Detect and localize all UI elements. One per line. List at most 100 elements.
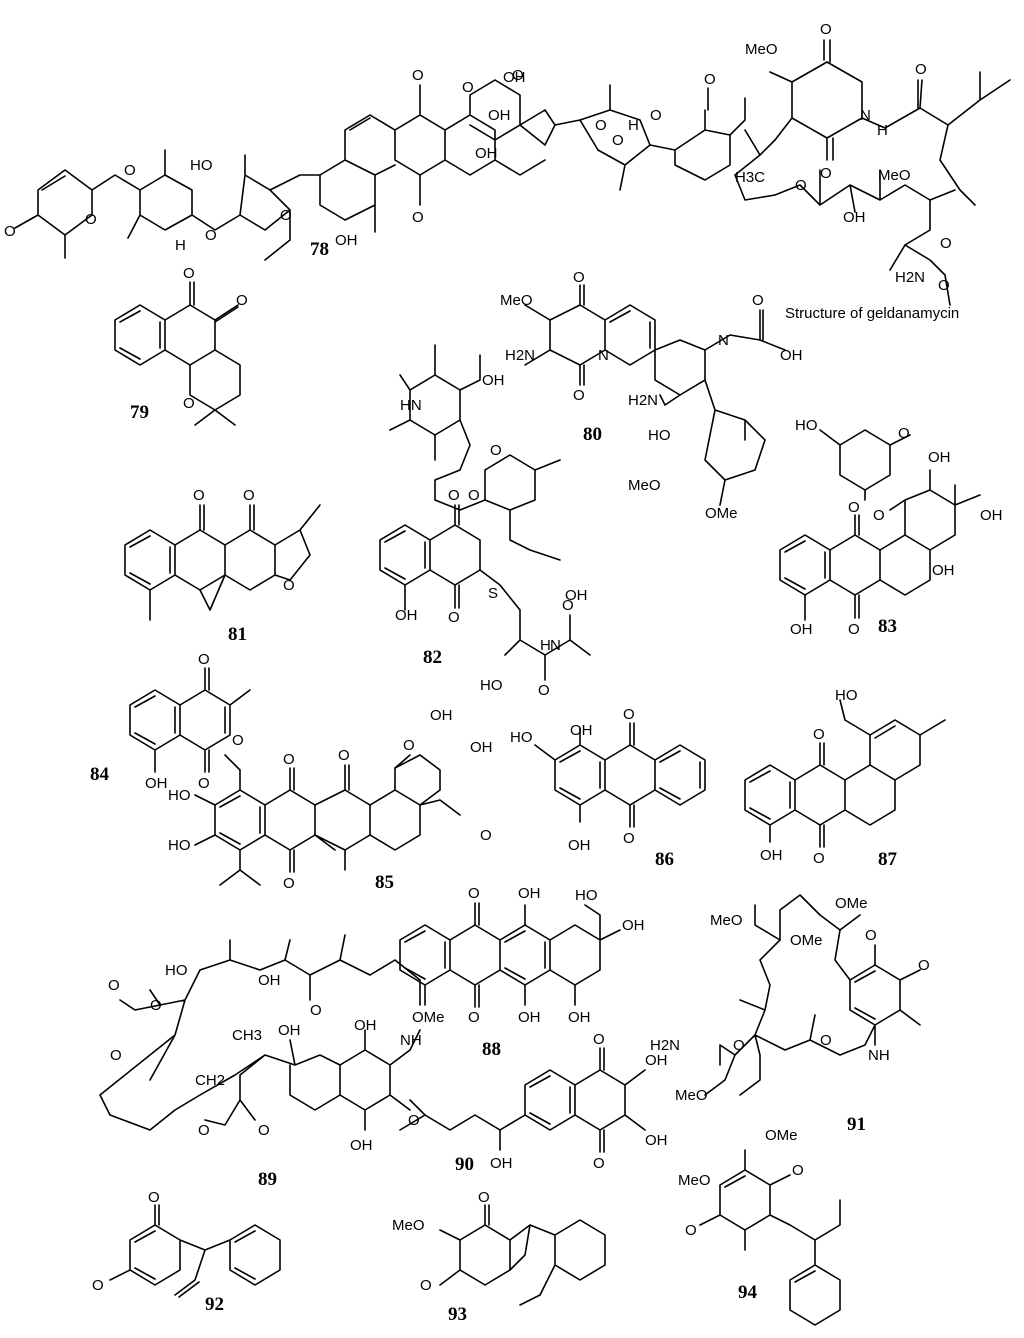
atom-label: OMe [412,1009,445,1026]
compound-78-structure: O O O O H HO O OH O O O OH OH OH O O H O… [4,67,746,261]
atom-label: O [865,927,877,944]
atom-label: O [562,597,574,614]
atom-label: OH [430,707,453,724]
compound-94-structure: OMe MeO O O 94 [678,1127,841,1326]
compound-label-87: 87 [878,849,898,870]
compound-93-structure: O MeO O 93 [392,1189,606,1325]
atom-label: O [124,162,136,179]
compound-label-78: 78 [310,239,329,260]
atom-label: O [280,207,292,224]
atom-label: O [468,885,480,902]
atom-label: OH [980,507,1003,524]
atom-label: HO [510,729,533,746]
compound-80-structure: O MeO H2N O N N O OH H2N HO MeO OMe 80 [500,269,803,522]
atom-label: O [792,1162,804,1179]
atom-label: O [820,165,832,182]
atom-label: OH [350,1137,373,1154]
compound-label-94: 94 [738,1282,758,1303]
atom-label: MeO [678,1172,711,1189]
atom-label: MeO [500,292,533,309]
atom-label: CH2 [195,1072,225,1089]
atom-label: O [183,395,195,412]
atom-label: O [283,751,295,768]
atom-label: OH [470,739,493,756]
atom-label: OH [503,69,526,86]
atom-label: MeO [675,1087,708,1104]
atom-label: NH [868,1047,890,1064]
compound-label-90: 90 [455,1154,474,1175]
atom-label: OH [790,621,813,638]
atom-label: OH [932,562,955,579]
atom-label: OH [278,1022,301,1039]
atom-label: O [310,1002,322,1019]
atom-label: O [148,1189,160,1206]
atom-label: O [848,499,860,516]
compound-label-88: 88 [482,1039,501,1060]
atom-label: O [490,442,502,459]
atom-label: MeO [392,1217,425,1234]
compound-label-93: 93 [448,1304,467,1325]
atom-label: OH [565,587,588,604]
compound-86-structure: OH O HO OH O 86 [510,706,706,870]
compound-label-83: 83 [878,616,897,637]
compound-label-91: 91 [847,1114,866,1135]
atom-label: H [877,122,888,139]
atom-label: O [820,21,832,38]
compound-84-structure: O O OH 84 [90,651,251,792]
compound-79-structure: O O O 79 [114,265,248,426]
atom-label: OH [518,885,541,902]
atom-label: OMe [705,505,738,522]
atom-label: O [258,1122,270,1139]
atom-label: OH [145,775,168,792]
atom-label: OMe [765,1127,798,1144]
atom-label: OH [335,232,358,249]
atom-label: O [623,706,635,723]
atom-label: O [236,292,248,309]
atom-label: O [198,775,210,792]
atom-label: OMe [790,932,823,949]
atom-label: O [873,507,885,524]
atom-label: OH [780,347,803,364]
atom-label: OMe [835,895,868,912]
atom-label: OH [568,1009,591,1026]
atom-label: H2N [505,347,535,364]
atom-label: H [540,637,551,654]
atom-label: O [193,487,205,504]
atom-label: HN [400,397,422,414]
atom-label: O [403,737,415,754]
atom-label: O [232,732,244,749]
atom-label: O [85,211,97,228]
compound-81-structure: O O O 81 [124,487,321,645]
atom-label: O [480,827,492,844]
compound-label-84: 84 [90,764,110,785]
atom-label: N [860,107,871,124]
atom-label: OH [518,1009,541,1026]
atom-label: NH [400,1032,422,1049]
compound-87-structure: HO O O OH 87 [744,687,946,870]
atom-label: N [550,637,561,654]
compound-label-86: 86 [655,849,674,870]
atom-label: O [820,1032,832,1049]
atom-label: O [938,277,950,294]
atom-label: O [915,61,927,78]
atom-label: O [150,997,162,1014]
atom-label: OH [645,1052,668,1069]
atom-label: O [468,487,480,504]
atom-label: H2N [895,269,925,286]
atom-label: HO [168,837,191,854]
atom-label: O [898,425,910,442]
atom-label: O [205,227,217,244]
compound-label-89: 89 [258,1169,277,1190]
atom-label: O [595,117,607,134]
atom-label: HO [168,787,191,804]
atom-label: O [795,177,807,194]
atom-label: OH [622,917,645,934]
compound-label-79: 79 [130,402,149,423]
atom-label: O [593,1031,605,1048]
atom-label: CH3 [232,1027,262,1044]
atom-label: H [175,237,186,254]
atom-label: O [408,1112,420,1129]
compound-83-structure: HO O O OH OH OH O O OH 83 [779,417,1003,638]
